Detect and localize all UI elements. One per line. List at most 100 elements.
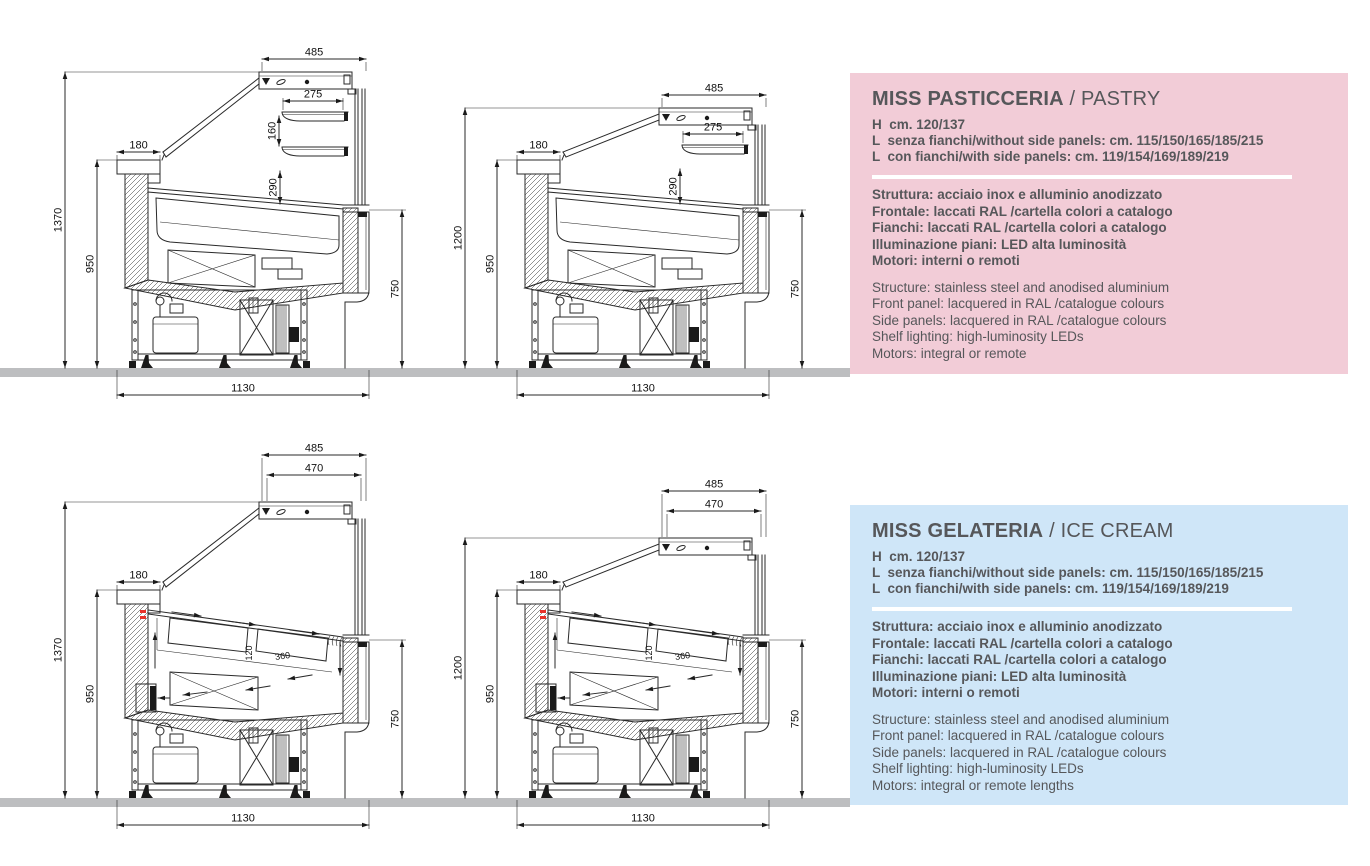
title-english: PASTRY: [1081, 88, 1161, 110]
dim-glass-width: 470: [705, 499, 723, 511]
dim-canopy-width: 485: [305, 443, 323, 455]
spec-line: Front panel: lacquered in RAL /catalogue…: [872, 296, 1165, 311]
length-with-spec: L con fianchi/with side panels: cm. 119/…: [872, 149, 1229, 164]
compressor-unit: [152, 292, 199, 354]
canopy: [258, 71, 353, 90]
gelato-specs-en: Structure: stainless steel and anodised …: [872, 712, 1292, 795]
fan-coil: [275, 734, 299, 784]
dim-front-height: 750: [790, 280, 802, 298]
spec-line: Fianchi: laccati RAL /cartella colori a …: [872, 652, 1167, 667]
dim-rear-height: 950: [85, 685, 97, 703]
case-body: [116, 159, 370, 369]
dim-front-height: 750: [790, 710, 802, 728]
spec-line: Shelf lighting: high-luminosity LEDs: [872, 329, 1084, 344]
gelato-info-panel: MISS GELATERIA / ICE CREAM H cm. 120/137…: [850, 505, 1348, 805]
pastry-specs-en: Structure: stainless steel and anodised …: [872, 280, 1292, 363]
airflow-arrows: [152, 611, 343, 701]
dim-canopy-width: 485: [305, 47, 323, 59]
dim-canopy-width: 485: [705, 83, 723, 95]
front-glass-panes: [347, 518, 366, 636]
top-glass: [561, 543, 660, 591]
case-body: [516, 589, 770, 799]
spec-line: Structure: stainless steel and anodised …: [872, 711, 1170, 727]
case-body: [116, 589, 370, 799]
spec-line: Motors: integral or remote: [872, 345, 1027, 361]
spec-line: Illuminazione piani: LED alta luminosità: [872, 668, 1127, 684]
title-separator: /: [1063, 88, 1082, 110]
condenser-unit: [239, 729, 274, 786]
front-glass-panes: [747, 124, 766, 206]
pastry-info-panel: MISS PASTICCERIA / PASTRY H cm. 120/137 …: [850, 73, 1348, 374]
dim-shelf-width: 275: [704, 122, 722, 134]
dim-rear-height: 950: [485, 255, 497, 273]
title-italian: MISS GELATERIA: [872, 520, 1044, 542]
title-english: ICE CREAM: [1060, 520, 1174, 542]
pastry-specs-it: Struttura: acciaio inox e alluminio anod…: [872, 187, 1292, 270]
top-glass: [161, 507, 260, 591]
length-without-spec: L senza fianchi/without side panels: cm.…: [872, 133, 1264, 148]
spec-line: Frontale: laccati RAL /cartella colori a…: [872, 203, 1173, 219]
dim-front-height: 750: [390, 280, 402, 298]
dim-shelf-to-deck: 290: [668, 177, 680, 195]
dim-rear-height: 950: [85, 255, 97, 273]
condenser-unit: [639, 729, 674, 786]
spec-line: Fianchi: laccati RAL /cartella colori a …: [872, 220, 1167, 235]
condenser-unit: [239, 299, 274, 356]
spec-line: Frontale: laccati RAL /cartella colori a…: [872, 635, 1173, 651]
display-deck: [147, 187, 344, 288]
fan-coil: [675, 734, 699, 784]
dim-pan-depth: 120: [644, 645, 654, 660]
dim-total-height: 1370: [53, 638, 65, 662]
top-glass: [161, 77, 260, 161]
pastry-panel-title: MISS PASTICCERIA / PASTRY: [872, 88, 1292, 111]
dim-base-width: 1130: [231, 813, 255, 825]
fan-coil: [275, 304, 299, 354]
length-without-spec: L senza fianchi/without side panels: cm.…: [872, 565, 1264, 580]
gelato-panel-title: MISS GELATERIA / ICE CREAM: [872, 520, 1292, 543]
dim-rear-ledge: 180: [129, 140, 147, 152]
dim-rear-ledge: 180: [529, 570, 547, 582]
front-glass-panes: [747, 554, 766, 636]
canopy: [658, 537, 753, 556]
floor-line-bottom: [0, 798, 850, 807]
airflow-arrows: [552, 611, 743, 701]
length-with-spec: L con fianchi/with side panels: cm. 119/…: [872, 581, 1229, 596]
top-glass: [561, 113, 660, 161]
dim-glass-width: 470: [305, 463, 323, 475]
spec-line: Side panels: lacquered in RAL /catalogue…: [872, 744, 1167, 760]
compressor-unit: [152, 722, 199, 784]
canopy: [258, 501, 353, 520]
canopy: [658, 107, 753, 126]
dim-shelf-to-deck: 290: [268, 178, 280, 196]
dim-total-height: 1200: [453, 226, 465, 250]
shelves: [681, 144, 749, 155]
compressor-unit: [552, 722, 599, 784]
dim-total-height: 1200: [453, 656, 465, 680]
spec-line: Structure: stainless steel and anodised …: [872, 279, 1170, 295]
dim-front-height: 750: [390, 710, 402, 728]
fan-coil: [675, 304, 699, 354]
dim-rear-ledge: 180: [529, 140, 547, 152]
front-glass-panes: [347, 88, 366, 206]
height-spec: H cm. 120/137: [872, 117, 966, 132]
title-italian: MISS PASTICCERIA: [872, 88, 1064, 110]
dim-canopy-width: 485: [705, 479, 723, 491]
display-deck: [547, 187, 744, 288]
dim-pan-length: 360: [274, 650, 290, 662]
spec-line: Front panel: lacquered in RAL /catalogue…: [872, 728, 1165, 743]
title-separator: /: [1043, 520, 1061, 542]
divider-line: [872, 607, 1292, 611]
dim-rear-height: 950: [485, 685, 497, 703]
